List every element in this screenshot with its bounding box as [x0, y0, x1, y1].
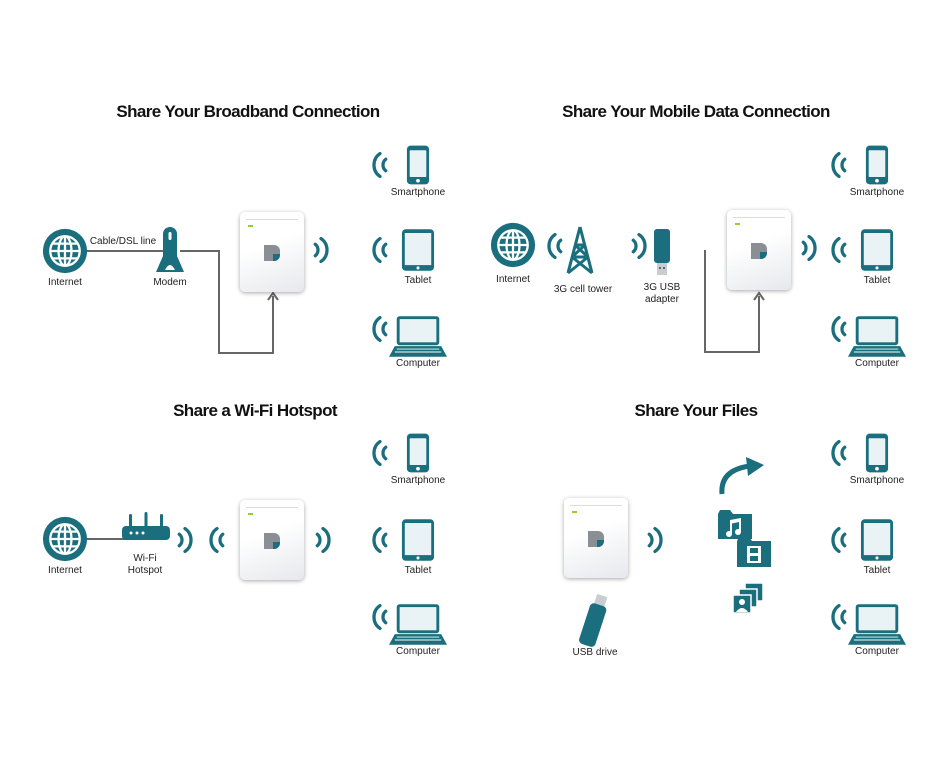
wifi-signal-icon [371, 435, 389, 471]
wifi-signal-icon [830, 232, 848, 268]
label-smartphone: Smartphone [849, 187, 905, 198]
wifi-signal-icon [830, 147, 848, 183]
smartphone-icon [865, 432, 889, 474]
wifi-signal-icon [371, 311, 389, 347]
title-broadband: Share Your Broadband Connection [116, 102, 380, 121]
tablet-icon [401, 517, 435, 563]
label-usb-adapter-line2: adapter [645, 294, 679, 305]
wifi-signal-icon [800, 230, 818, 266]
adapter-link-line [704, 250, 706, 353]
label-smartphone: Smartphone [390, 475, 446, 486]
label-hotspot-line1: Wi-Fi [133, 553, 157, 564]
wifi-signal-icon [312, 232, 330, 268]
wifi-signal-icon [546, 228, 564, 264]
arrow-up-icon [753, 291, 765, 301]
label-computer: Computer [855, 646, 899, 657]
label-modem: Modem [153, 277, 187, 288]
wifi-signal-icon [176, 522, 194, 558]
wifi-signal-icon [314, 522, 332, 558]
label-hotspot-line2: Hotspot [127, 565, 163, 576]
range-extender [564, 498, 628, 578]
wifi-signal-icon [208, 522, 226, 558]
wifi-router-icon [121, 512, 171, 542]
label-usb-adapter-line1: 3G USB [643, 282, 681, 293]
label-tablet: Tablet [404, 275, 432, 286]
label-usb-drive: USB drive [572, 647, 618, 658]
wifi-signal-icon [830, 599, 848, 635]
label-smartphone: Smartphone [390, 187, 446, 198]
globe-icon [42, 516, 88, 562]
title-wifi-hotspot: Share a Wi-Fi Hotspot [173, 401, 337, 420]
photos-icon [731, 582, 765, 614]
usb-adapter-icon [652, 228, 672, 278]
laptop-icon [848, 315, 906, 358]
label-cell-tower: 3G cell tower [553, 284, 613, 295]
smartphone-icon [865, 144, 889, 186]
hotspot-link-line [86, 538, 126, 540]
label-internet: Internet [48, 565, 82, 576]
title-files: Share Your Files [634, 401, 759, 420]
dlink-logo [751, 243, 767, 259]
tablet-icon [860, 517, 894, 563]
label-computer: Computer [396, 358, 440, 369]
wifi-signal-icon [371, 599, 389, 635]
share-arrow-icon [716, 456, 766, 496]
title-mobile-data: Share Your Mobile Data Connection [562, 102, 830, 121]
globe-icon [490, 222, 536, 268]
dlink-logo [264, 533, 280, 549]
video-folder-icon [736, 535, 772, 569]
modem-link-line-bottom [218, 352, 274, 354]
dlink-logo [588, 531, 604, 547]
label-computer: Computer [396, 646, 440, 657]
wifi-signal-icon [830, 311, 848, 347]
wifi-signal-icon [371, 522, 389, 558]
wifi-signal-icon [371, 147, 389, 183]
range-extender [240, 500, 304, 580]
modem-link-line [180, 250, 220, 252]
label-internet: Internet [48, 277, 82, 288]
laptop-icon [389, 603, 447, 646]
label-tablet: Tablet [863, 565, 891, 576]
label-cable: Cable/DSL line [89, 236, 157, 247]
label-smartphone: Smartphone [849, 475, 905, 486]
range-extender [240, 212, 304, 292]
range-extender [727, 210, 791, 290]
wifi-signal-icon [646, 522, 664, 558]
globe-icon [42, 228, 88, 274]
adapter-link-line-up [758, 296, 760, 353]
tablet-icon [860, 227, 894, 273]
smartphone-icon [406, 144, 430, 186]
wifi-signal-icon [630, 228, 648, 264]
tablet-icon [401, 227, 435, 273]
laptop-icon [848, 603, 906, 646]
adapter-link-line-bottom [704, 351, 760, 353]
label-computer: Computer [855, 358, 899, 369]
arrow-up-icon [267, 291, 279, 301]
modem-icon [155, 226, 185, 276]
cell-tower-icon [565, 222, 595, 278]
laptop-icon [389, 315, 447, 358]
modem-link-line-up [272, 296, 274, 354]
label-internet: Internet [496, 274, 530, 285]
smartphone-icon [406, 432, 430, 474]
wifi-signal-icon [830, 435, 848, 471]
usb-drive-icon [578, 594, 610, 648]
label-tablet: Tablet [863, 275, 891, 286]
label-tablet: Tablet [404, 565, 432, 576]
wifi-signal-icon [830, 522, 848, 558]
modem-link-line-vertical [218, 250, 220, 354]
wifi-signal-icon [371, 232, 389, 268]
dlink-logo [264, 245, 280, 261]
cable-line [86, 250, 166, 252]
